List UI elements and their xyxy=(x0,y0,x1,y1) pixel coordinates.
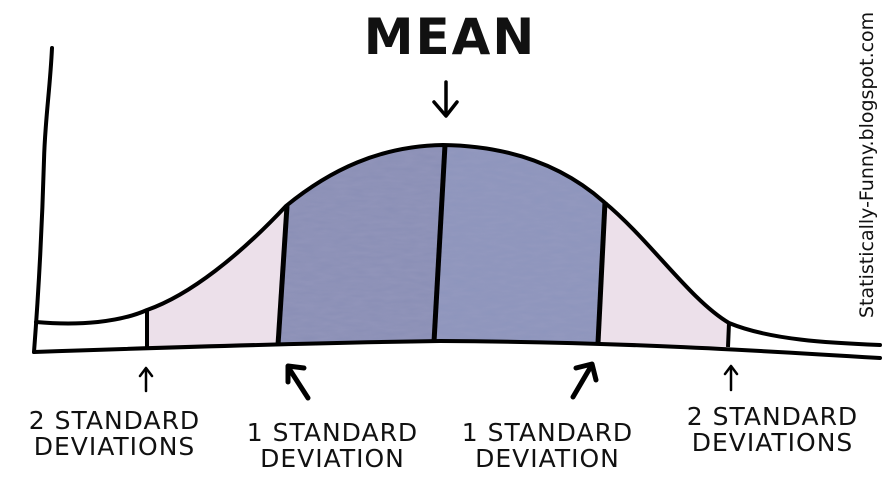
plus-1sd-line xyxy=(595,201,608,344)
arrow-up-icon xyxy=(723,364,739,392)
minus-1sd-line xyxy=(275,205,290,346)
label-left-1sd: 1 STANDARD DEVIATION xyxy=(235,418,430,474)
label-line: 1 STANDARD xyxy=(246,418,419,447)
mean-line xyxy=(431,144,448,343)
label-line: DEVIATIONS xyxy=(691,428,854,458)
arrow-down-icon xyxy=(432,80,459,118)
credit-text: Statistically-Funny.blogspot.com xyxy=(856,11,878,318)
label-line: 1 STANDARD xyxy=(461,418,634,447)
arrow-up-icon xyxy=(138,366,154,393)
arrow-up-right-icon xyxy=(570,361,599,400)
label-right-1sd: 1 STANDARD DEVIATION xyxy=(450,418,645,474)
label-left-2sd: 2 STANDARD DEVIATIONS xyxy=(12,406,217,462)
label-line: 2 STANDARD xyxy=(686,402,859,431)
label-line: DEVIATION xyxy=(260,444,405,474)
label-line: DEVIATIONS xyxy=(33,432,196,462)
plus-2sd-line xyxy=(726,322,731,348)
mean-title: MEAN xyxy=(363,8,537,66)
left-inner-region xyxy=(278,145,443,345)
y-axis xyxy=(32,46,54,354)
x-axis xyxy=(32,338,882,360)
label-right-2sd: 2 STANDARD DEVIATIONS xyxy=(670,402,875,458)
right-inner-region xyxy=(434,145,604,343)
arrow-up-left-icon xyxy=(285,363,311,401)
right-outer-region xyxy=(597,202,729,347)
label-line: DEVIATION xyxy=(475,444,620,474)
label-line: 2 STANDARD xyxy=(28,406,201,435)
